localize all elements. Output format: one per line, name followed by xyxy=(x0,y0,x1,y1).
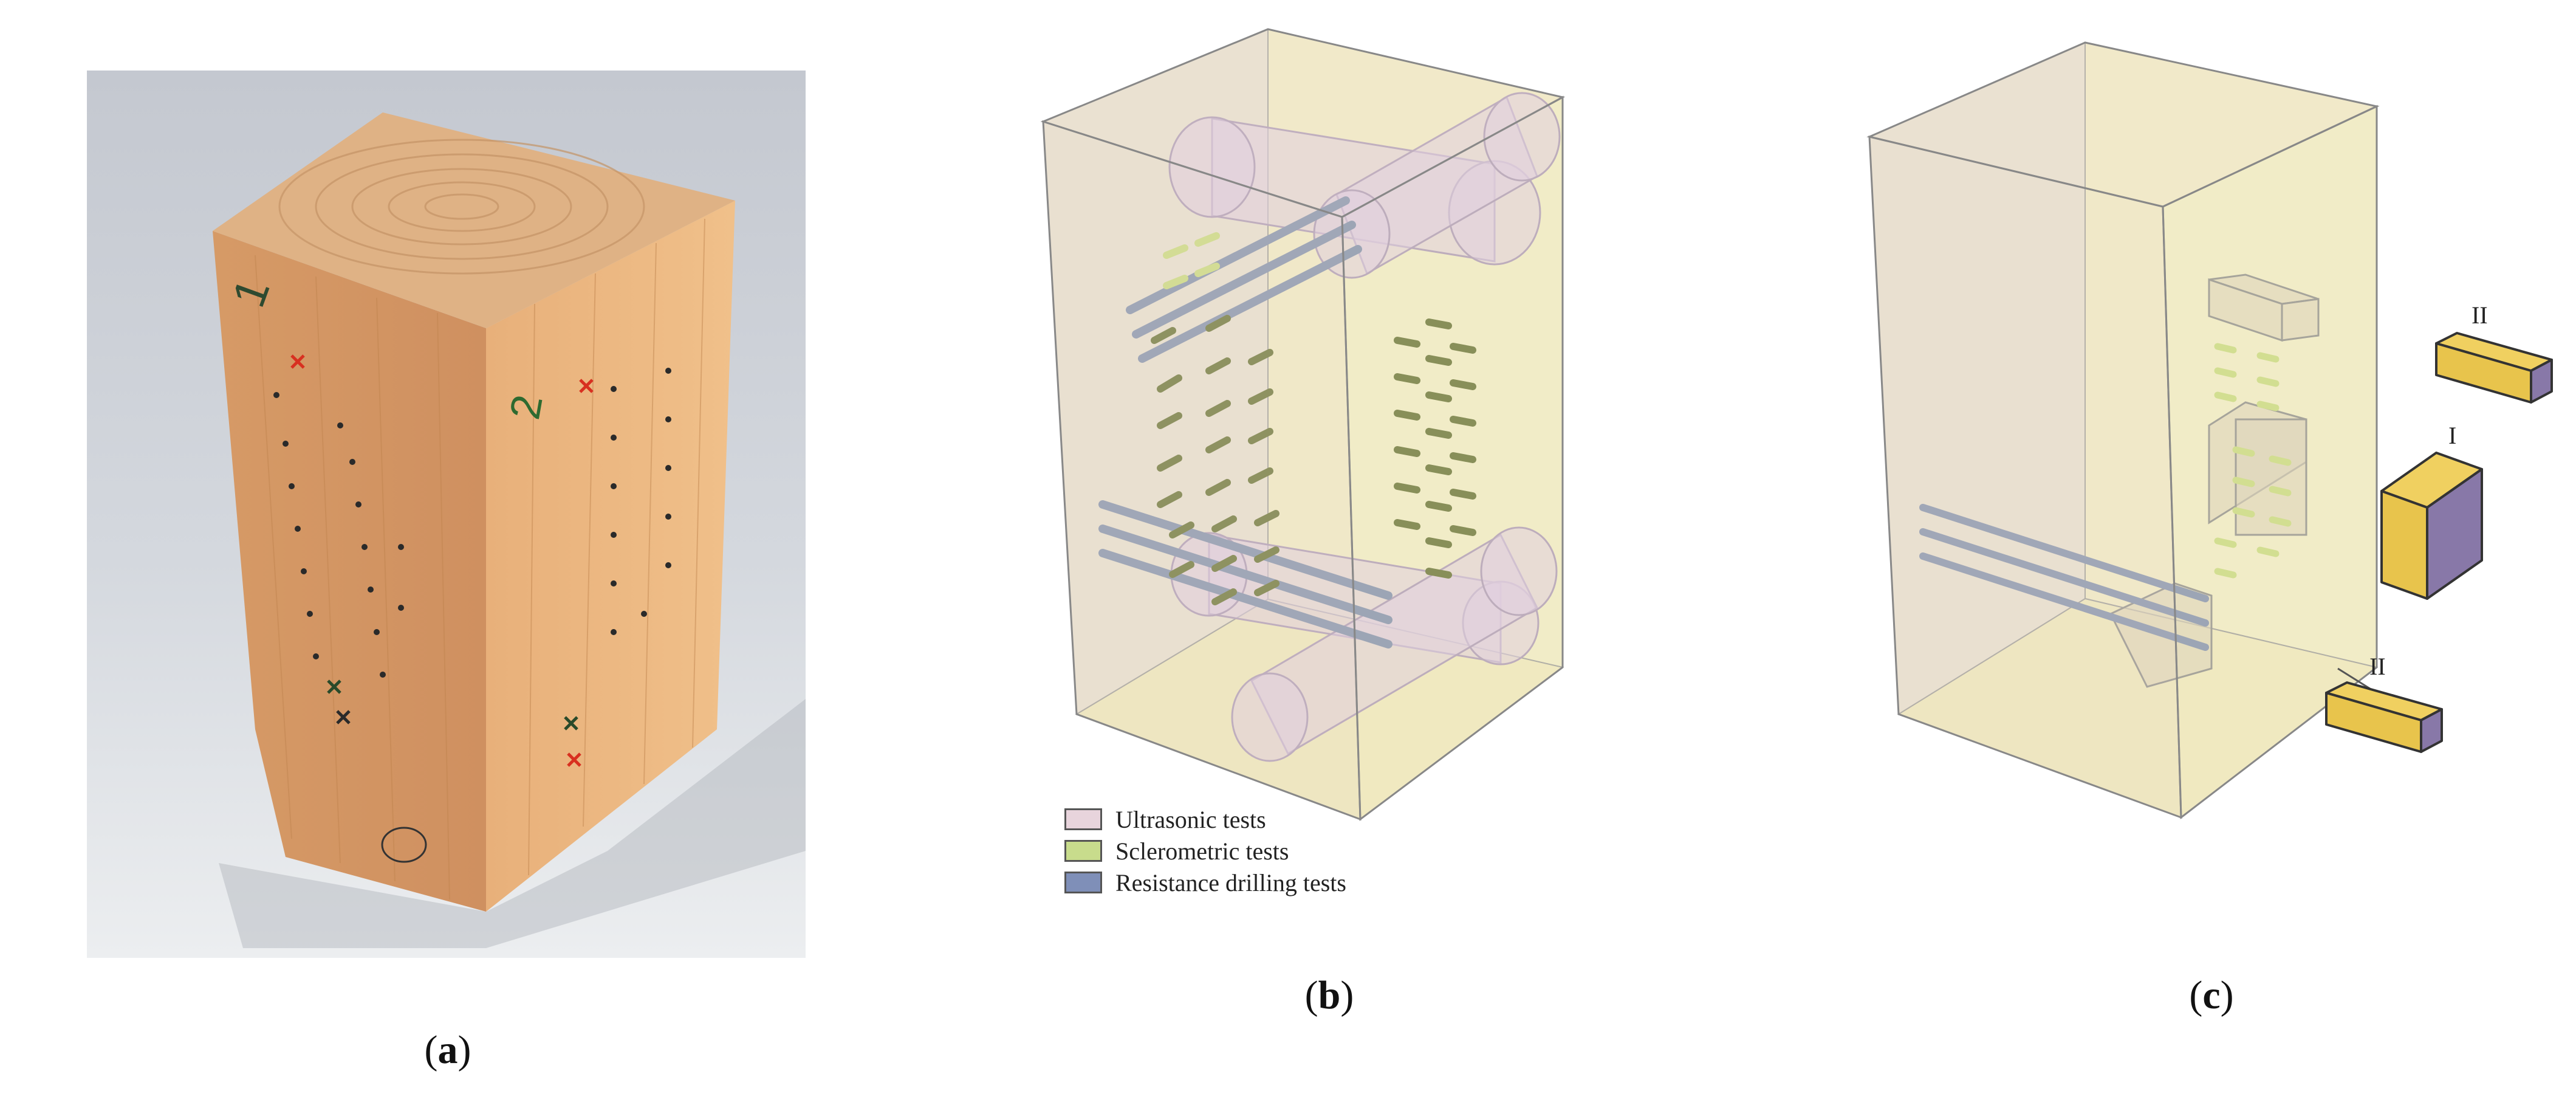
caption-b-letter: b xyxy=(1318,973,1341,1017)
caption-b: (b) xyxy=(1304,973,1354,1017)
specimen-label-top: II xyxy=(2472,301,2488,329)
legend-swatch-ultrasonic xyxy=(1064,808,1102,830)
legend-swatch-sclerometric xyxy=(1064,840,1102,862)
specimen-II-bottom xyxy=(2325,681,2443,753)
block-front-face-c xyxy=(1868,136,2182,819)
cutout-boxes xyxy=(2109,273,2320,688)
test-marks-face-1 xyxy=(273,392,404,678)
stamp xyxy=(381,827,427,863)
panel-b: Ultrasonic tests Sclerometric tests Resi… xyxy=(972,0,1640,1111)
block-top-end-grain xyxy=(213,112,735,328)
specimen-extraction-diagram xyxy=(1866,41,2553,819)
drilling-rods xyxy=(1098,196,1392,648)
legend-item-drilling: Resistance drilling tests xyxy=(1064,867,1346,898)
test-marks-face-2 xyxy=(611,368,671,635)
block-shadow xyxy=(219,699,806,948)
legend-item-ultrasonic: Ultrasonic tests xyxy=(1064,803,1346,835)
cross-marks xyxy=(290,354,594,767)
legend-swatch-drilling xyxy=(1064,872,1102,893)
legend-label-ultrasonic: Ultrasonic tests xyxy=(1115,805,1266,833)
caption-a-letter: a xyxy=(437,1028,458,1072)
block-front-face xyxy=(1042,120,1362,821)
caption-c-letter: c xyxy=(2202,973,2221,1017)
block-right-face xyxy=(1341,95,1564,821)
legend-label-drilling: Resistance drilling tests xyxy=(1115,869,1346,896)
panel-a: 1 2 (a) xyxy=(0,0,851,1111)
sclerometric-markers-c xyxy=(2214,343,2292,579)
legend: Ultrasonic tests Sclerometric tests Resi… xyxy=(1064,803,1346,898)
drilling-rods-c xyxy=(1919,504,2209,651)
block-face-1 xyxy=(213,231,486,912)
ultrasonic-cylinders-bottom xyxy=(1170,526,1558,762)
sclerometric-markers xyxy=(1151,232,1476,605)
specimen-label-middle: I xyxy=(2448,422,2457,449)
caption-c: (c) xyxy=(2189,973,2234,1017)
legend-label-sclerometric: Sclerometric tests xyxy=(1115,837,1289,865)
specimen-I xyxy=(2380,452,2483,600)
wood-grain xyxy=(255,218,705,900)
block-right-face-c xyxy=(2162,105,2378,819)
specimen-II-top xyxy=(2435,332,2553,404)
block-face-2 xyxy=(486,201,735,912)
caption-a: (a) xyxy=(424,1028,471,1072)
test-layout-diagram xyxy=(1040,28,1566,821)
panel-c: II I II (c) xyxy=(1823,0,2576,1111)
legend-item-sclerometric: Sclerometric tests xyxy=(1064,835,1346,867)
timber-photo: 1 2 xyxy=(87,71,806,958)
ultrasonic-cylinders-top xyxy=(1168,92,1561,279)
specimen-label-bottom: II xyxy=(2369,653,2386,680)
end-grain-rings xyxy=(278,139,645,275)
